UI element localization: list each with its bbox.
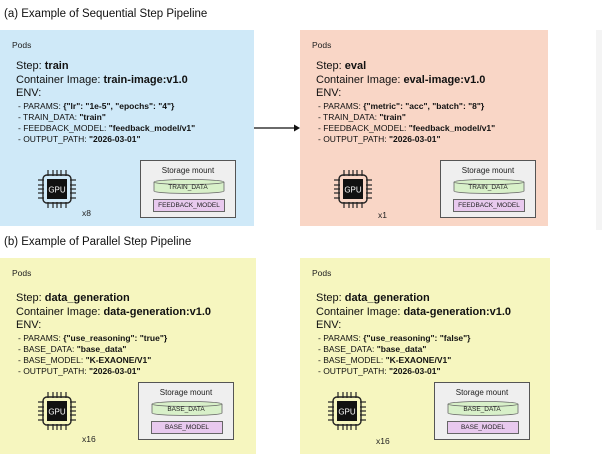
storage-data-label: BASE_DATA — [167, 406, 205, 413]
gpu-label: GPU — [338, 408, 356, 417]
storage-title: Storage mount — [461, 166, 515, 175]
storage-data-label: BASE_DATA — [463, 406, 501, 413]
step-name: eval — [344, 60, 367, 72]
storage-model-label: BASE_MODEL — [151, 421, 223, 434]
gpu-label: GPU — [344, 186, 362, 195]
gpu-label: GPU — [48, 186, 66, 195]
sequential-arrow — [254, 124, 300, 132]
env-label: ENV: — [16, 87, 42, 99]
gpu-chip-icon: GPU — [324, 388, 370, 434]
env-item: - PARAMS: {"use_reasoning": "false"} — [318, 332, 471, 343]
env-item: - PARAMS: {"metric": "acc", "batch": "8"… — [318, 100, 485, 111]
env-item: - OUTPUT_PATH: "2026-03-01" — [318, 133, 441, 144]
step-prefix: Step: — [316, 60, 345, 72]
env-item: - FEEDBACK_MODEL: "feedback_model/v1" — [318, 122, 496, 133]
image-prefix: Container Image: — [316, 73, 404, 86]
storage-mount: Storage mount BASE_DATA BASE_MODEL — [138, 382, 234, 440]
gpu-multiplier: x16 — [376, 436, 390, 446]
step-name: train — [44, 60, 69, 72]
pod-eval: Pods Step: eval Container Image: eval-im… — [300, 30, 548, 226]
pod-train: Pods Step: train Container Image: train-… — [0, 30, 254, 226]
pod-label: Pods — [312, 40, 332, 50]
storage-data-label: TRAIN_DATA — [168, 184, 208, 191]
env-label: ENV: — [316, 87, 342, 99]
storage-title: Storage mount — [455, 388, 509, 397]
storage-mount: Storage mount TRAIN_DATA FEEDBACK_MODEL — [440, 160, 536, 218]
gpu-multiplier: x1 — [378, 210, 387, 220]
section-a-title: (a) Example of Sequential Step Pipeline — [4, 8, 208, 20]
env-item: - BASE_MODEL: "K-EXAONE/V1" — [18, 354, 152, 365]
storage-data-label: TRAIN_DATA — [468, 184, 508, 191]
gpu-multiplier: x16 — [82, 434, 96, 444]
storage-title: Storage mount — [161, 166, 215, 175]
step-prefix: Step: — [316, 292, 345, 304]
env-item: - TRAIN_DATA: "train" — [18, 111, 106, 122]
storage-model-label: BASE_MODEL — [447, 421, 519, 434]
section-b-title: (b) Example of Parallel Step Pipeline — [4, 236, 192, 248]
env-item: - BASE_DATA: "base_data" — [318, 343, 427, 354]
data-cylinder-icon — [153, 179, 225, 194]
gpu-multiplier: x8 — [82, 208, 91, 218]
pod-spec: Step: train Container Image: train-image… — [16, 60, 195, 145]
gpu-chip-icon: GPU — [330, 166, 376, 212]
env-label: ENV: — [16, 319, 42, 331]
env-label: ENV: — [316, 319, 342, 331]
storage-model-label: FEEDBACK_MODEL — [153, 199, 225, 212]
pod-label: Pods — [12, 268, 32, 278]
data-cylinder-icon — [447, 401, 519, 416]
storage-model-label: FEEDBACK_MODEL — [453, 199, 525, 212]
storage-mount: Storage mount TRAIN_DATA FEEDBACK_MODEL — [140, 160, 236, 218]
env-item: - PARAMS: {"use_reasoning": "true"} — [18, 332, 168, 343]
env-item: - PARAMS: {"lr": "1e-5", "epochs": "4"} — [18, 100, 175, 111]
gpu-label: GPU — [48, 408, 66, 417]
env-item: - OUTPUT_PATH: "2026-03-01" — [18, 365, 141, 376]
step-prefix: Step: — [16, 60, 45, 72]
container-image: eval-image:v1.0 — [403, 73, 486, 86]
env-item: - BASE_MODEL: "K-EXAONE/V1" — [318, 354, 452, 365]
step-name: data_generation — [344, 292, 430, 304]
env-item: - TRAIN_DATA: "train" — [318, 111, 406, 122]
env-item: - BASE_DATA: "base_data" — [18, 343, 127, 354]
pod-data-generation-no-reasoning: Pods Step: data_generation Container Ima… — [300, 258, 550, 454]
env-item: - OUTPUT_PATH: "2026-03-01" — [18, 133, 141, 144]
pod-label: Pods — [12, 40, 32, 50]
container-image: data-generation:v1.0 — [403, 305, 512, 318]
storage-mount: Storage mount BASE_DATA BASE_MODEL — [434, 382, 530, 440]
env-item: - FEEDBACK_MODEL: "feedback_model/v1" — [18, 122, 196, 133]
pod-data-generation-reasoning: Pods Step: data_generation Container Ima… — [0, 258, 256, 454]
pod-spec: Step: data_generation Container Image: d… — [316, 292, 511, 377]
step-name: data_generation — [44, 292, 130, 304]
image-prefix: Container Image: — [16, 73, 104, 86]
cropped-panel-edge — [596, 30, 602, 230]
pod-spec: Step: data_generation Container Image: d… — [16, 292, 211, 377]
env-item: - OUTPUT_PATH: "2026-03-01" — [318, 365, 441, 376]
pod-label: Pods — [312, 268, 332, 278]
gpu-chip-icon: GPU — [34, 388, 80, 434]
data-cylinder-icon — [453, 179, 525, 194]
container-image: train-image:v1.0 — [103, 73, 188, 86]
data-cylinder-icon — [151, 401, 223, 416]
storage-title: Storage mount — [159, 388, 213, 397]
gpu-chip-icon: GPU — [34, 166, 80, 212]
pod-spec: Step: eval Container Image: eval-image:v… — [316, 60, 495, 145]
image-prefix: Container Image: — [316, 305, 404, 318]
step-prefix: Step: — [16, 292, 45, 304]
container-image: data-generation:v1.0 — [103, 305, 212, 318]
image-prefix: Container Image: — [16, 305, 104, 318]
